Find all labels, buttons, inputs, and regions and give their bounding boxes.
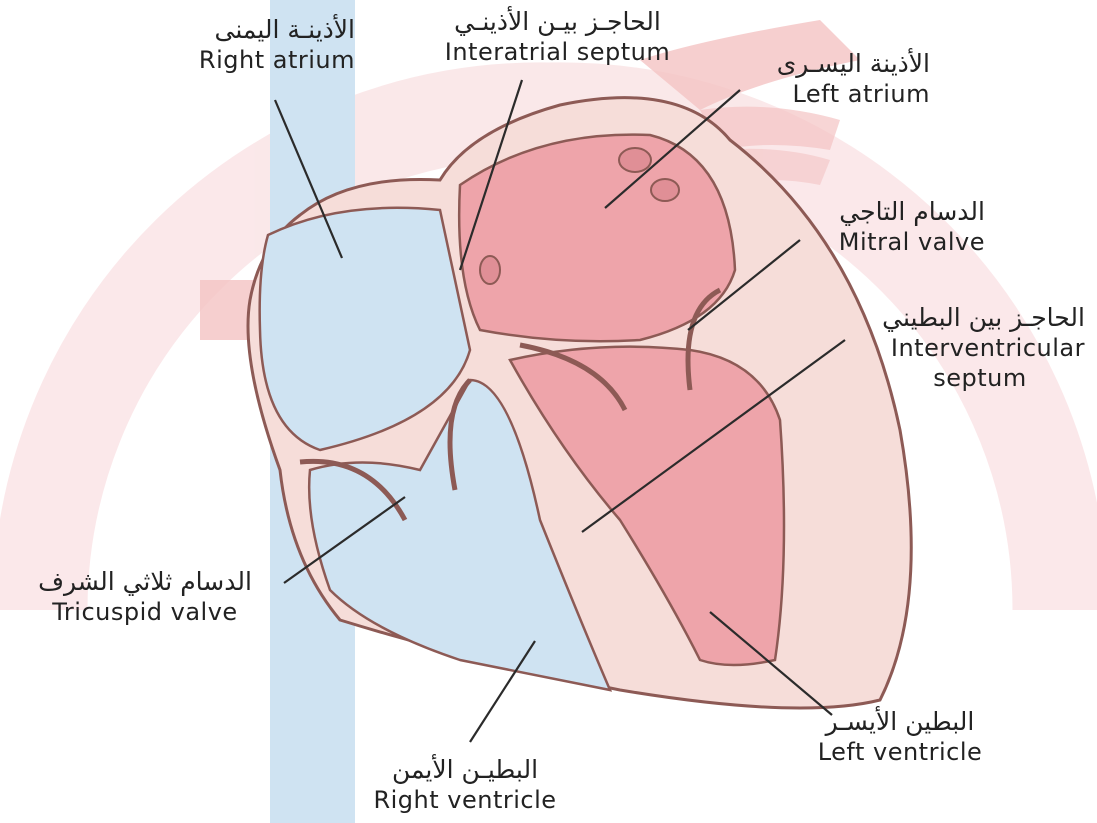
vein-opening-3 — [480, 256, 500, 284]
vein-opening-2 — [651, 179, 679, 201]
left-atrium-chamber — [459, 135, 735, 342]
right-atrium-ar: الأذينـة اليمنى — [150, 14, 355, 45]
label-interatrial-septum: الحاجـز بيـن الأذينـي Interatrial septum — [415, 6, 700, 67]
interventricular-septum-en-1: Interventricular — [835, 333, 1085, 363]
left-ventricle-en: Left ventricle — [800, 737, 1000, 767]
right-atrium-en: Right atrium — [150, 45, 355, 75]
label-tricuspid-valve: الدسام ثلاثي الشرف Tricuspid valve — [10, 566, 280, 627]
interventricular-septum-ar: الحاجـز بين البطيني — [835, 302, 1085, 333]
tricuspid-valve-ar: الدسام ثلاثي الشرف — [10, 566, 280, 597]
label-right-atrium: الأذينـة اليمنى Right atrium — [150, 14, 355, 75]
label-mitral-valve: الدسام التاجي Mitral valve — [790, 196, 985, 257]
label-interventricular-septum: الحاجـز بين البطيني Interventricular sep… — [835, 302, 1085, 393]
vein-opening-1 — [619, 148, 651, 172]
mitral-valve-en: Mitral valve — [790, 227, 985, 257]
tricuspid-valve-en: Tricuspid valve — [10, 597, 280, 627]
left-ventricle-ar: البطين الأيسـر — [800, 706, 1000, 737]
label-left-ventricle: البطين الأيسـر Left ventricle — [800, 706, 1000, 767]
right-ventricle-en: Right ventricle — [345, 785, 585, 815]
mitral-valve-ar: الدسام التاجي — [790, 196, 985, 227]
right-ventricle-ar: البطيـن الأيمن — [345, 754, 585, 785]
interatrial-septum-ar: الحاجـز بيـن الأذينـي — [415, 6, 700, 37]
label-right-ventricle: البطيـن الأيمن Right ventricle — [345, 754, 585, 815]
left-atrium-en: Left atrium — [730, 79, 930, 109]
label-left-atrium: الأذينة اليسـرى Left atrium — [730, 48, 930, 109]
interatrial-septum-en: Interatrial septum — [415, 37, 700, 67]
left-atrium-ar: الأذينة اليسـرى — [730, 48, 930, 79]
interventricular-septum-en-2: septum — [835, 363, 1085, 393]
